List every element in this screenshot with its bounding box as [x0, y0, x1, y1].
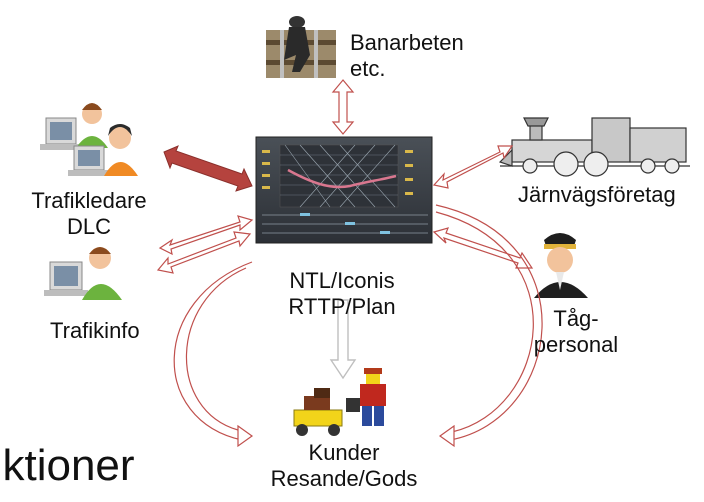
banarbeten-line1: Banarbeten	[350, 30, 464, 55]
arrow-trafikledare-center	[163, 145, 253, 192]
center-line1: NTL/Iconis	[289, 268, 395, 293]
center-label: NTL/Iconis RTTP/Plan	[262, 268, 422, 320]
trafikledare-label: Trafikledare DLC	[18, 188, 160, 240]
jarnvag-line1: Järnvägsföretag	[518, 182, 676, 207]
arrow-trafikinfo-center	[156, 231, 252, 274]
center-line2: RTTP/Plan	[288, 294, 396, 319]
kunder-line1: Kunder	[308, 440, 380, 465]
footer-fragment-text: nktioner	[0, 441, 135, 490]
arrow-curve-right-kunder	[435, 204, 543, 448]
arrow-center-kunder	[329, 299, 357, 380]
arrow-dlc-center	[158, 215, 254, 256]
steam-locomotive-icon	[498, 117, 690, 177]
arrow-banarbeten-center	[331, 79, 355, 135]
jarnvag-label: Järnvägsföretag	[518, 182, 676, 208]
kunder-line2: Resande/Gods	[270, 466, 418, 491]
banarbeten-line2: etc.	[350, 56, 386, 81]
conductor-icon	[534, 233, 588, 298]
tagpersonal-line2: personal	[533, 332, 619, 357]
trafikledare-line1: Trafikledare	[31, 188, 147, 213]
banarbeten-label: Banarbeten etc.	[350, 30, 464, 82]
track-worker-icon	[266, 16, 336, 78]
lego-travellers-icon	[293, 368, 386, 436]
tagpersonal-label: Tåg- personal	[514, 306, 638, 358]
arrow-jarnvag-center	[432, 145, 514, 189]
kunder-label: Kunder Resande/Gods	[262, 440, 426, 492]
trafikinfo-label: Trafikinfo	[50, 318, 140, 344]
arrow-curve-left-kunder	[173, 261, 254, 448]
tagpersonal-line1: Tåg-	[553, 306, 599, 331]
two-operators-at-computers-icon	[40, 103, 138, 176]
trafikledare-line2: DLC	[66, 214, 111, 239]
arrow-tagpersonal-center	[432, 227, 534, 269]
operator-at-computer-icon	[44, 247, 122, 300]
trafikinfo-line1: Trafikinfo	[50, 318, 140, 343]
traffic-control-screen-icon	[255, 136, 433, 244]
